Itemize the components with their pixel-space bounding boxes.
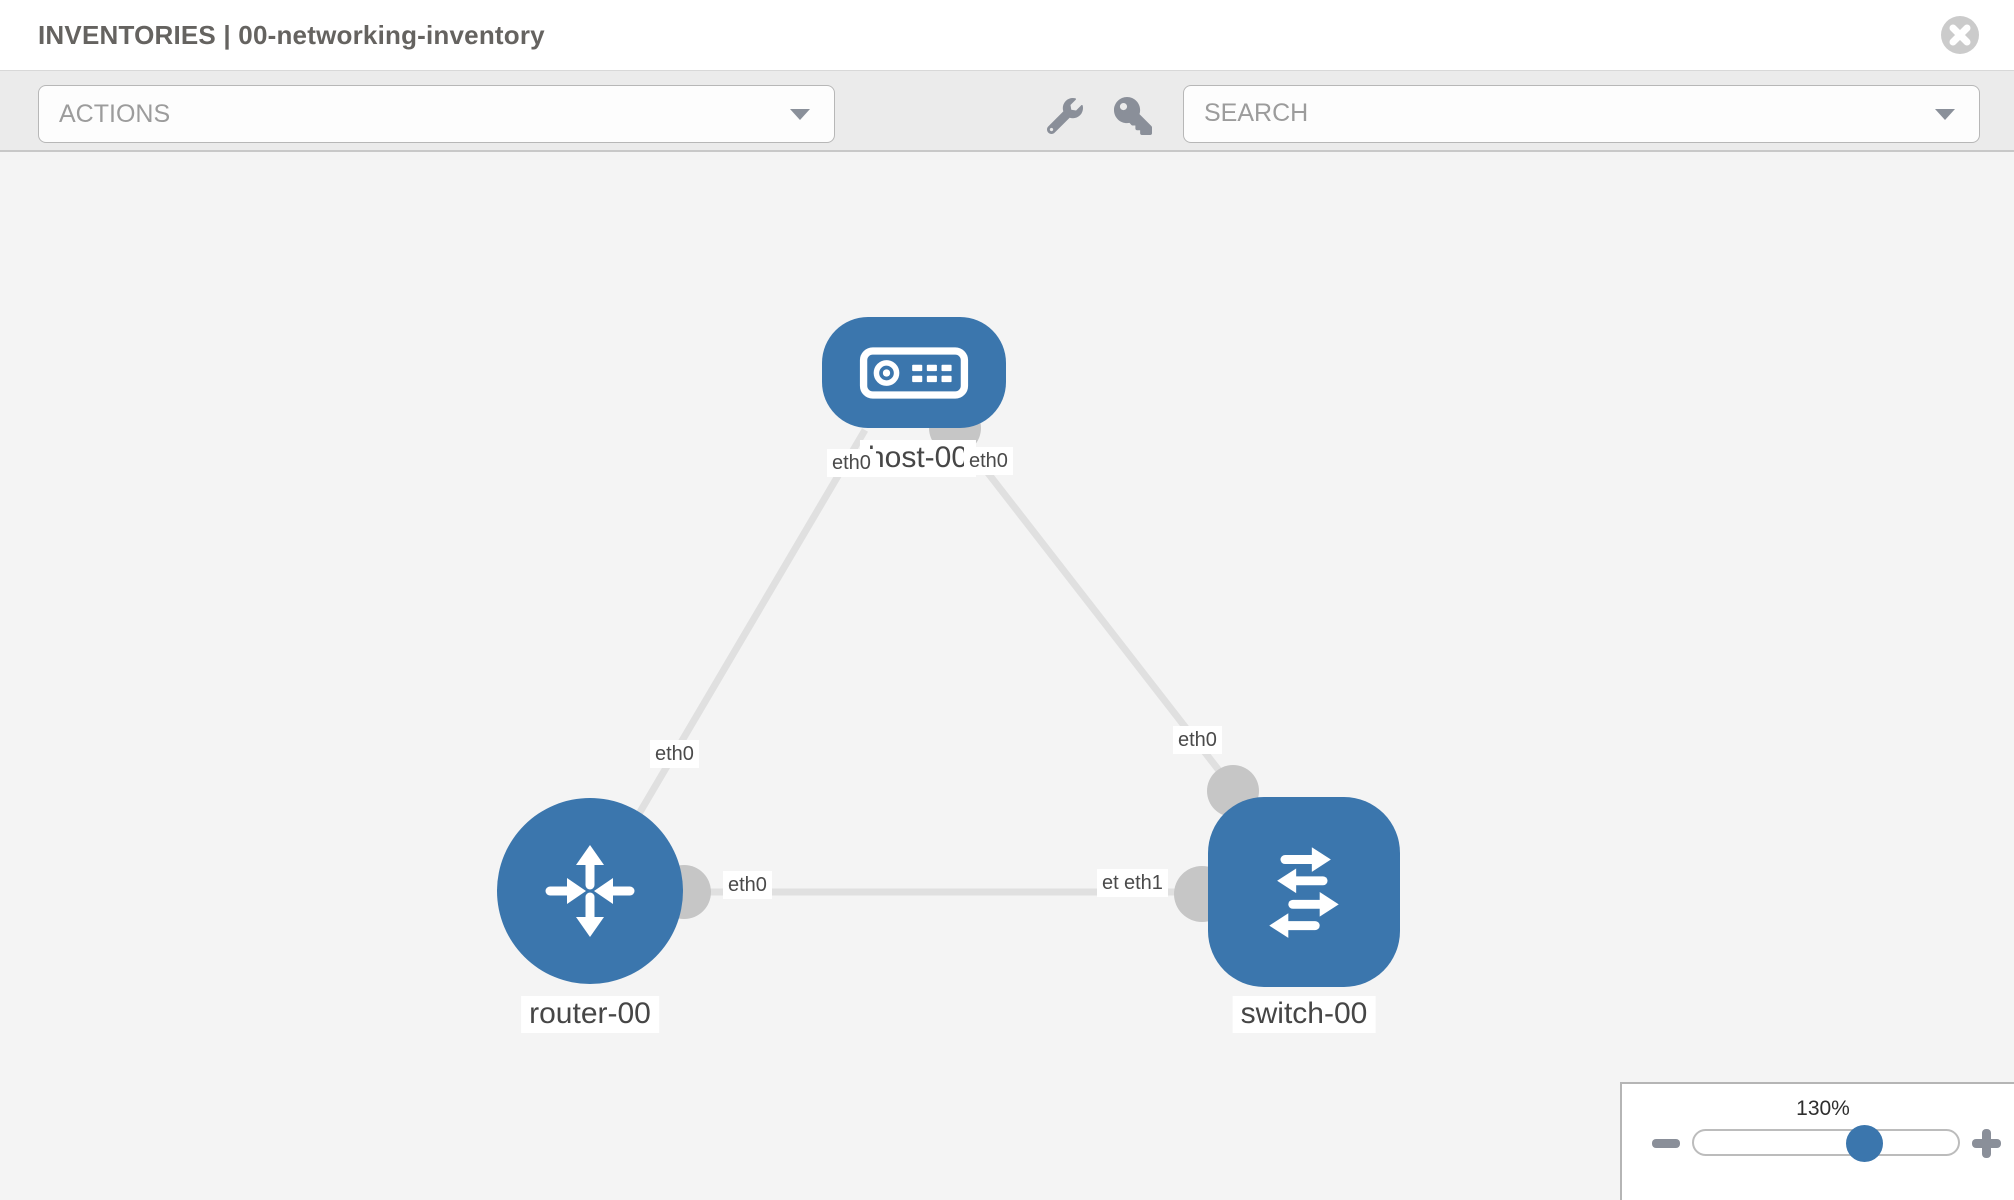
node-label-switch-00: switch-00 [1232,996,1376,1033]
zoom-out-button[interactable] [1652,1139,1680,1148]
node-host-00[interactable] [822,317,1006,428]
actions-dropdown[interactable]: ACTIONS [38,85,835,143]
wrench-icon [1046,98,1083,135]
close-button[interactable] [1940,15,1980,55]
configure-button[interactable] [1046,98,1083,135]
search-input[interactable] [1190,88,1918,138]
topology-canvas[interactable]: host-00 router-00 switch-00 eth0 eth0 et… [0,152,2014,1200]
zoom-in-button[interactable] [1972,1129,2001,1158]
search-dropdown[interactable] [1183,85,1980,143]
chevron-down-icon [790,109,810,120]
credentials-button[interactable] [1114,97,1152,135]
interface-label-switch-left-front: eth1 [1119,869,1168,897]
node-label-router-00: router-00 [521,996,659,1033]
interface-label-host-left: eth0 [827,449,876,477]
zoom-slider-track[interactable] [1692,1129,1960,1156]
router-icon [545,845,635,937]
key-icon [1114,97,1152,135]
zoom-control-panel: 130% [1620,1082,2014,1200]
interface-label-router-right: eth0 [723,871,772,899]
actions-dropdown-label: ACTIONS [59,100,171,128]
zoom-slider-handle[interactable] [1846,1125,1883,1162]
switch-icon [1269,847,1339,938]
node-router-00[interactable] [497,798,683,984]
close-icon [1941,16,1979,54]
topology-links-layer [586,402,1300,922]
plus-icon [1982,1129,1991,1158]
node-switch-00[interactable] [1208,797,1400,987]
interface-label-host-right: eth0 [964,447,1013,475]
node-label-host-00: host-00 [859,440,977,477]
chevron-down-icon [1935,109,1955,120]
toolbar: ACTIONS [0,71,2014,152]
interface-label-router-uplink: eth0 [650,740,699,768]
header-bar: INVENTORIES | 00-networking-inventory [0,0,2014,71]
zoom-level-value: 130% [1796,1097,1850,1120]
interface-label-switch-top: eth0 [1173,726,1222,754]
host-icon [859,346,969,399]
page-title: INVENTORIES | 00-networking-inventory [38,20,545,50]
